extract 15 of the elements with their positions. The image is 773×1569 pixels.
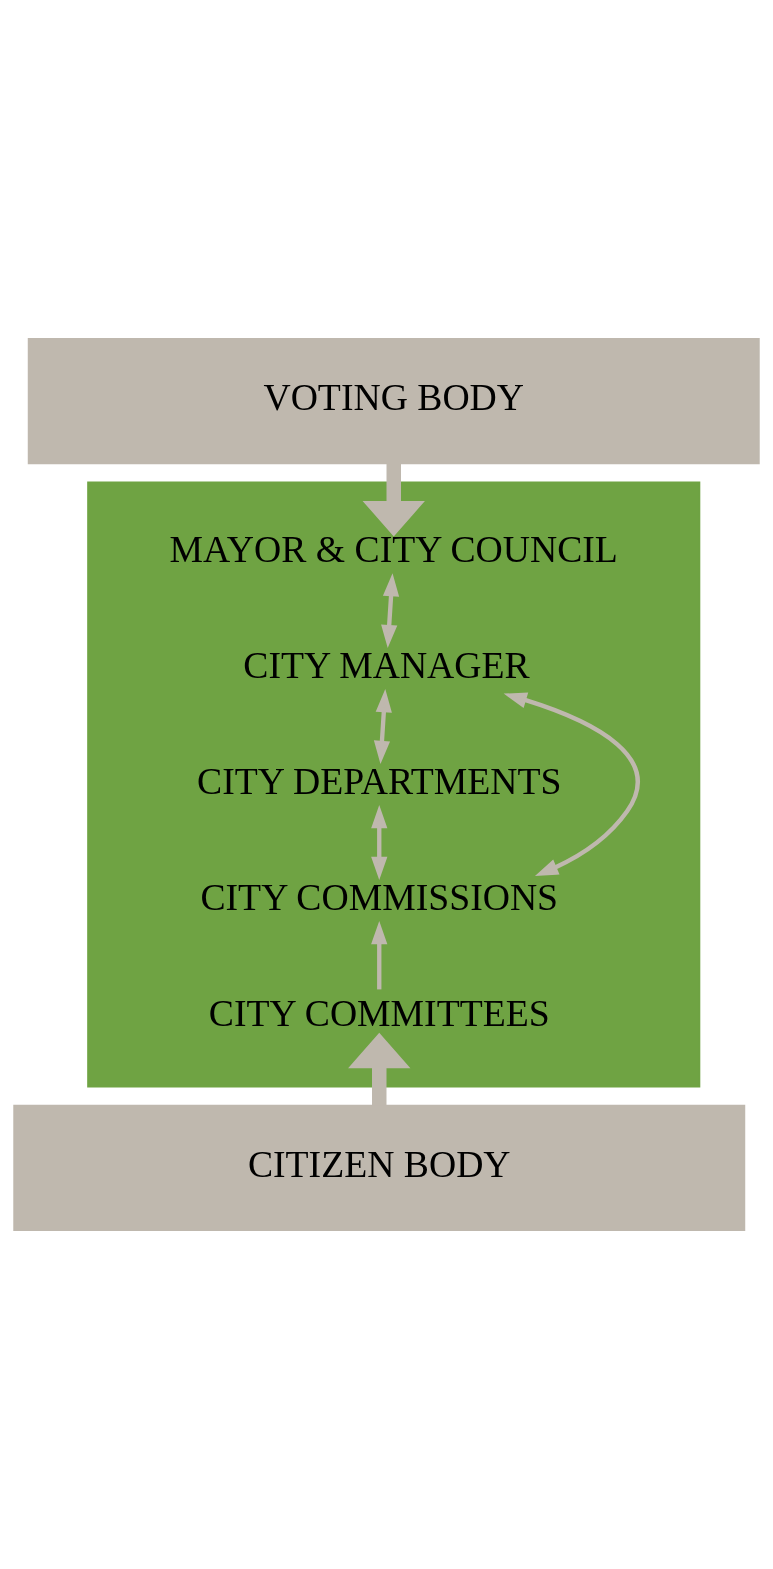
node-text: CITY MANAGER [243, 643, 530, 686]
node-box: VOTING BODY [27, 338, 760, 465]
arrow [503, 692, 640, 876]
cluster [87, 481, 701, 1088]
arrow [371, 921, 388, 990]
arrow [371, 805, 388, 881]
arrow [348, 1032, 411, 1106]
node-box: CITIZEN BODY [13, 1104, 746, 1231]
arrow [373, 689, 392, 765]
node-text: CITY COMMISSIONS [200, 875, 559, 918]
node-text: MAYOR & CITY COUNCIL [169, 527, 618, 570]
node-text: CITY DEPARTMENTS [197, 759, 562, 802]
node-text: CITY COMMITTEES [208, 991, 550, 1034]
arrow [381, 573, 400, 649]
arrow [362, 463, 425, 537]
